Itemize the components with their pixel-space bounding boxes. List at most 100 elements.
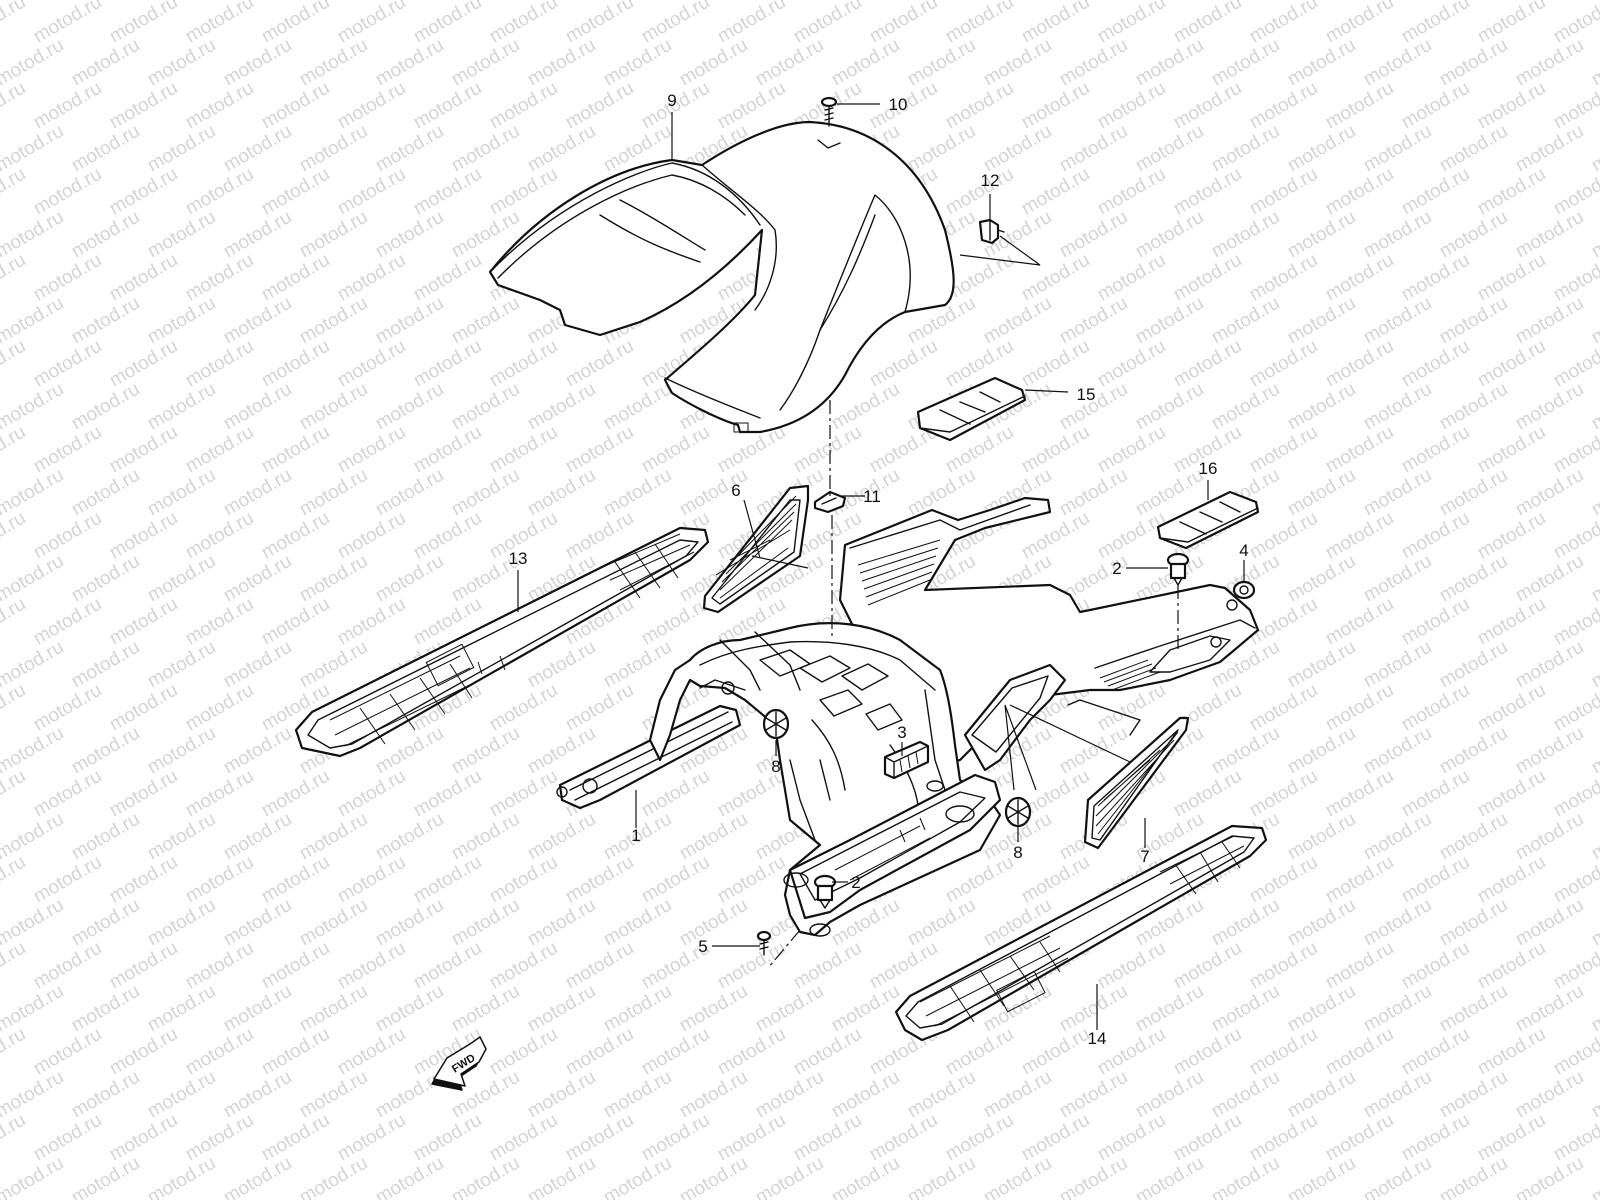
watermark-text: motod.ru	[676, 1067, 751, 1123]
watermark-text: motod.ru	[1246, 78, 1321, 134]
watermark-text: motod.ru	[980, 121, 1055, 177]
watermark-text: motod.ru	[1360, 379, 1435, 435]
watermark-text: motod.ru	[258, 594, 333, 650]
watermark-text: motod.ru	[410, 336, 485, 392]
callout-15: 15	[1077, 385, 1096, 404]
watermark-text: motod.ru	[30, 78, 105, 134]
watermark-text: motod.ru	[144, 809, 219, 865]
watermark-text: motod.ru	[1246, 422, 1321, 478]
watermark-text: motod.ru	[524, 1067, 599, 1123]
watermark-text: motod.ru	[828, 379, 903, 435]
watermark-text: motod.ru	[68, 723, 143, 779]
watermark-text: motod.ru	[1588, 1153, 1600, 1200]
watermark-text: motod.ru	[866, 0, 941, 47]
watermark-text: motod.ru	[334, 78, 409, 134]
watermark-text: motod.ru	[106, 0, 181, 47]
watermark-text: motod.ru	[144, 723, 219, 779]
watermark-text: motod.ru	[1284, 293, 1359, 349]
watermark-text: motod.ru	[68, 465, 143, 521]
watermark-text: motod.ru	[68, 1153, 143, 1200]
watermark-text: motod.ru	[1056, 1153, 1131, 1200]
watermark-text: motod.ru	[1436, 551, 1511, 607]
watermark-text: motod.ru	[448, 293, 523, 349]
watermark-text: motod.ru	[1284, 35, 1359, 91]
watermark-text: motod.ru	[1246, 508, 1321, 564]
watermark-text: motod.ru	[524, 809, 599, 865]
watermark-text: motod.ru	[30, 594, 105, 650]
watermark-text: motod.ru	[524, 465, 599, 521]
watermark-text: motod.ru	[1132, 1153, 1207, 1200]
watermark-text: motod.ru	[296, 35, 371, 91]
watermark-text: motod.ru	[1208, 1067, 1283, 1123]
watermark-text: motod.ru	[1474, 680, 1549, 736]
watermark-text: motod.ru	[30, 680, 105, 736]
part-9-seat-cowl	[488, 120, 955, 434]
watermark-text: motod.ru	[1284, 723, 1359, 779]
watermark-text: motod.ru	[30, 164, 105, 220]
watermark-text: motod.ru	[600, 637, 675, 693]
watermark-text: motod.ru	[1588, 1067, 1600, 1123]
watermark-text: motod.ru	[980, 35, 1055, 91]
watermark-text: motod.ru	[30, 422, 105, 478]
watermark-text: motod.ru	[1588, 809, 1600, 865]
forward-direction-arrow: FWD	[431, 1036, 487, 1091]
watermark-text: motod.ru	[562, 1110, 637, 1166]
watermark-text: motod.ru	[68, 121, 143, 177]
watermark-text: motod.ru	[296, 551, 371, 607]
callout-3: 3	[897, 723, 906, 742]
watermark-text: motod.ru	[1208, 293, 1283, 349]
watermark-text: motod.ru	[1322, 680, 1397, 736]
part-16-plate	[1156, 490, 1260, 550]
watermark-text: motod.ru	[600, 35, 675, 91]
watermark-text: motod.ru	[296, 895, 371, 951]
watermark-text: motod.ru	[182, 250, 257, 306]
watermark-text: motod.ru	[30, 766, 105, 822]
watermark-text: motod.ru	[1474, 594, 1549, 650]
watermark-text: motod.ru	[182, 422, 257, 478]
watermark-text: motod.ru	[486, 422, 561, 478]
watermark-text: motod.ru	[334, 508, 409, 564]
part-11-clip-nut	[813, 490, 847, 514]
watermark-text: motod.ru	[372, 121, 447, 177]
watermark-text: motod.ru	[790, 0, 865, 47]
watermark-text: motod.ru	[68, 895, 143, 951]
watermark-text: motod.ru	[144, 465, 219, 521]
watermark-text: motod.ru	[30, 1110, 105, 1166]
watermark-text: motod.ru	[638, 852, 713, 908]
watermark-text: motod.ru	[1170, 250, 1245, 306]
watermark-text: motod.ru	[258, 336, 333, 392]
watermark-text: motod.ru	[0, 250, 29, 306]
watermark-text: motod.ru	[1512, 207, 1587, 263]
watermark-text: motod.ru	[1512, 35, 1587, 91]
watermark-text: motod.ru	[1208, 981, 1283, 1037]
watermark-text: motod.ru	[1094, 250, 1169, 306]
watermark-text: motod.ru	[30, 1024, 105, 1080]
watermark-text: motod.ru	[220, 981, 295, 1037]
watermark-text: motod.ru	[1398, 78, 1473, 134]
watermark-text: motod.ru	[0, 594, 29, 650]
watermark-text: motod.ru	[714, 1110, 789, 1166]
watermark-text: motod.ru	[334, 852, 409, 908]
watermark-text: motod.ru	[562, 680, 637, 736]
watermark-text: motod.ru	[1246, 336, 1321, 392]
part-15-plate	[916, 376, 1027, 442]
watermark-text: motod.ru	[68, 207, 143, 263]
watermark-text: motod.ru	[1094, 508, 1169, 564]
watermark-text: motod.ru	[1170, 0, 1245, 47]
watermark-text: motod.ru	[334, 422, 409, 478]
watermark-text: motod.ru	[486, 766, 561, 822]
watermark-text: motod.ru	[448, 895, 523, 951]
watermark-text: motod.ru	[1208, 121, 1283, 177]
watermark-text: motod.ru	[752, 1067, 827, 1123]
watermark-text: motod.ru	[182, 164, 257, 220]
callout-1: 1	[631, 826, 640, 845]
callout-8-left: 8	[771, 757, 780, 776]
watermark-text: motod.ru	[372, 465, 447, 521]
watermark-text: motod.ru	[106, 594, 181, 650]
watermark-text: motod.ru	[182, 1024, 257, 1080]
watermark-text: motod.ru	[524, 981, 599, 1037]
watermark-text: motod.ru	[68, 379, 143, 435]
part-10-screw	[820, 96, 838, 127]
watermark-text: motod.ru	[676, 1153, 751, 1200]
watermark-text: motod.ru	[1056, 35, 1131, 91]
